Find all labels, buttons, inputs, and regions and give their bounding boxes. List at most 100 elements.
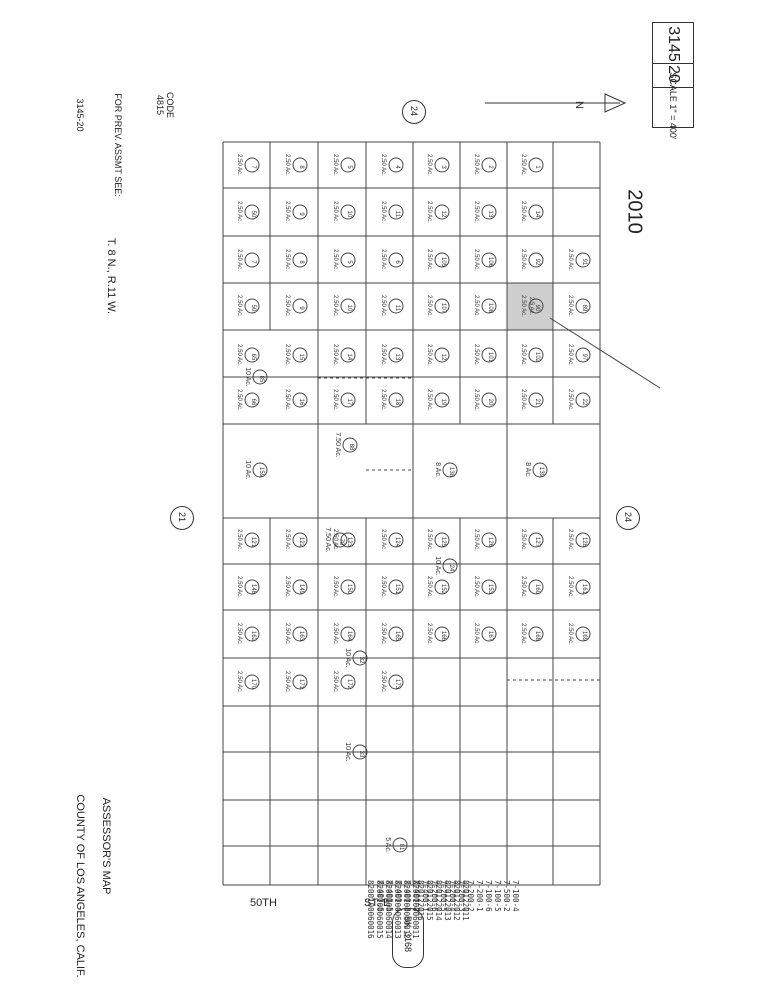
parcel-number-circle [481,532,497,548]
parcel-number: 169 [581,631,587,642]
parcel-number: 16 [298,399,304,406]
parcel-number-circle [481,626,497,642]
parcel-number: 20 [487,399,493,406]
parcel-number-circle [244,252,260,268]
parcel-area: 2.50 Ac. [332,671,338,693]
parcel-number: 102 [534,352,540,363]
parcel-number: 11 [394,211,400,218]
legend-line: 820122015 [425,880,434,921]
parcel-number-circle [252,369,268,385]
parcel-number: 8 [298,260,304,264]
parcel-number: 108 [487,303,493,314]
parcel-area: 2.50 Ac. [473,623,479,645]
parcel-area: 2.50 Ac. [284,201,290,223]
parcel-area: 2.50 Ac. [567,249,573,271]
parcel-number: 6 [394,260,400,264]
parcel-number-circle [244,157,260,173]
parcel-number-circle [434,532,450,548]
parcel-number: 14 [534,211,540,218]
parcel-number: 50 [250,305,256,312]
parcel-number: 125 [440,537,446,548]
parcel-area: 2.50 Ac. [380,249,386,271]
legend-line: 820122011 [461,880,470,921]
parcel-number: 9 [298,306,304,310]
parcel-number: 122 [298,537,304,548]
parcel-number: 163 [298,631,304,642]
parcel-number-circle [244,532,260,548]
parcel-area: 2.50 Ac. [284,623,290,645]
parcel-number-circle [434,347,450,363]
parcel-number-circle [292,579,308,595]
parcel-area: 2.50 Ac. [236,154,242,176]
parcel-number-circle [434,392,450,408]
legend-line: 820122013 [443,880,452,921]
parcel-number: 127 [534,537,540,548]
parcel-number: 148 [250,584,256,595]
parcel-number-circle [388,579,404,595]
parcel-number-circle [292,204,308,220]
parcel-area: 2.50 Ac. [236,201,242,223]
parcel-area: 2.50 Ac. [380,201,386,223]
parcel-number-circle [244,674,260,690]
legend-line: 8200100060016 [366,880,375,939]
parcel-number: 92 [534,259,540,266]
parcel-number-circle [340,298,356,314]
parcel-area: 2.50 Ac. [426,154,432,176]
section-circle-right: 24 [616,506,640,530]
parcel-number-circle [532,462,548,478]
parcel-number-circle [388,204,404,220]
parcel-number-circle [244,204,260,220]
parcel-number-circle [292,392,308,408]
parcel-number-circle [434,204,450,220]
parcel-number: 170 [250,679,256,690]
parcel-number-circle [292,157,308,173]
parcel-number-circle [575,626,591,642]
parcel-number: 167 [487,631,493,642]
parcel-area: 8 Ac. [524,462,531,478]
parcel-number-circle [352,650,368,666]
parcel-number: 128 [581,537,587,548]
parcel-number: 2 [487,165,493,169]
parcel-area: 2.50 Ac. [567,576,573,598]
parcel-number-circle [292,674,308,690]
parcel-number: 81 [398,844,404,851]
parcel-number-circle [352,744,368,760]
parcel-area: 10 Ac. [344,648,351,668]
legend-line: 8200100060011 [411,880,420,939]
parcel-number: 12 [440,211,446,218]
parcel-number: 165 [394,631,400,642]
parcel-number: 10 [346,305,352,312]
parcel-area: 2.50 Ac. [473,389,479,411]
parcel-number-circle [575,347,591,363]
svg-text:N: N [573,101,585,109]
legend-line: 820122012 [452,880,461,921]
parcel-number-circle [392,837,408,853]
highlighted-parcel-area: 2.5 Ac. [528,297,534,316]
parcel-number-circle [340,674,356,690]
parcel-area: 2.50 Ac. [473,249,479,271]
parcel-number: 32 [358,657,364,664]
parcel-area: 2.50 Ac. [380,623,386,645]
parcel-number: 138 [448,467,454,478]
parcel-area: 2.50 Ac. [473,201,479,223]
street-50th-label: 50TH [250,897,277,909]
parcel-area: 2.50 Ac. [332,576,338,598]
parcel-area: 2.50 Ac. [473,529,479,551]
parcel-area: 5 Ac. [384,837,391,853]
parcel-number: 151 [394,584,400,595]
parcel-area: 2.50 Ac. [426,389,432,411]
parcel-number: 90 [534,305,540,312]
parcel-area: 2.50 Ac. [520,623,526,645]
parcel-area: 2.50 Ac. [284,671,290,693]
legend-line: 7-100-5 [493,880,502,912]
parcel-number: 7 [250,165,256,169]
parcel-number-circle [388,347,404,363]
parcel-number: 126 [487,537,493,548]
parcel-number-circle [434,298,450,314]
parcel-number-circle [575,252,591,268]
parcel-number: 160 [534,584,540,595]
parcel-number: 101 [487,352,493,363]
legend-line: 7-100-4 [511,880,520,912]
parcel-area: 2.50 Ac. [567,295,573,317]
